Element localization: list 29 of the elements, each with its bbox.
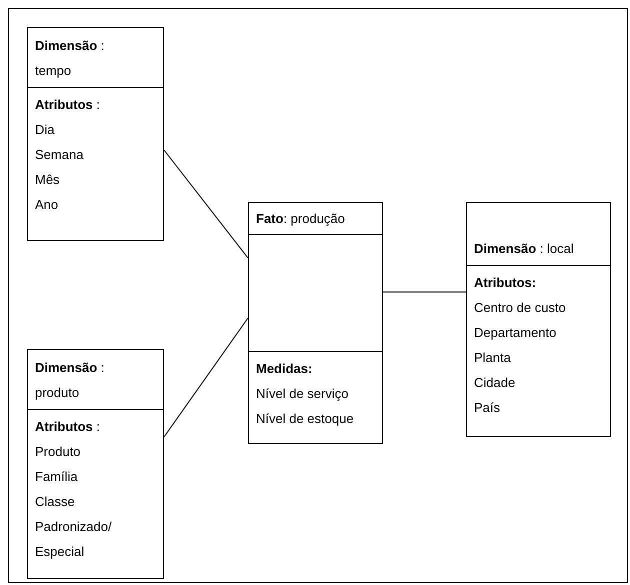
attribute-text: Centro de custo	[474, 299, 566, 317]
connector-line	[164, 150, 248, 258]
attribute-text: Nível de serviço	[256, 385, 348, 403]
section-heading: Atributos :	[35, 418, 100, 436]
entity-box	[466, 202, 611, 437]
attribute-text: Dia	[35, 121, 55, 139]
attribute-text: Padronizado/ Especial	[35, 518, 113, 561]
attribute-text: Mês	[35, 171, 60, 189]
section-heading: Medidas:	[256, 360, 312, 378]
attribute-text: Departamento	[474, 324, 556, 342]
entity-box	[27, 27, 164, 241]
attribute-text: Planta	[474, 349, 511, 367]
connector-line	[164, 318, 248, 438]
section-heading: Atributos:	[474, 274, 536, 292]
attribute-text: Semana	[35, 146, 84, 164]
entity-box	[27, 349, 164, 579]
entity-title: Dimensão : tempo	[35, 36, 106, 80]
entity-title: Dimensão : produto	[35, 358, 106, 402]
attribute-text: Produto	[35, 443, 81, 461]
entity-title: Fato: produção	[256, 210, 345, 228]
entity-box	[248, 202, 383, 444]
attribute-text: Nível de estoque	[256, 410, 354, 428]
entity-title: Dimensão : local	[474, 240, 574, 258]
attribute-text: País	[474, 399, 500, 417]
attribute-text: Cidade	[474, 374, 516, 392]
section-heading: Atributos :	[35, 96, 100, 114]
attribute-text: Classe	[35, 493, 75, 511]
attribute-text: Ano	[35, 196, 58, 214]
attribute-text: Família	[35, 468, 78, 486]
